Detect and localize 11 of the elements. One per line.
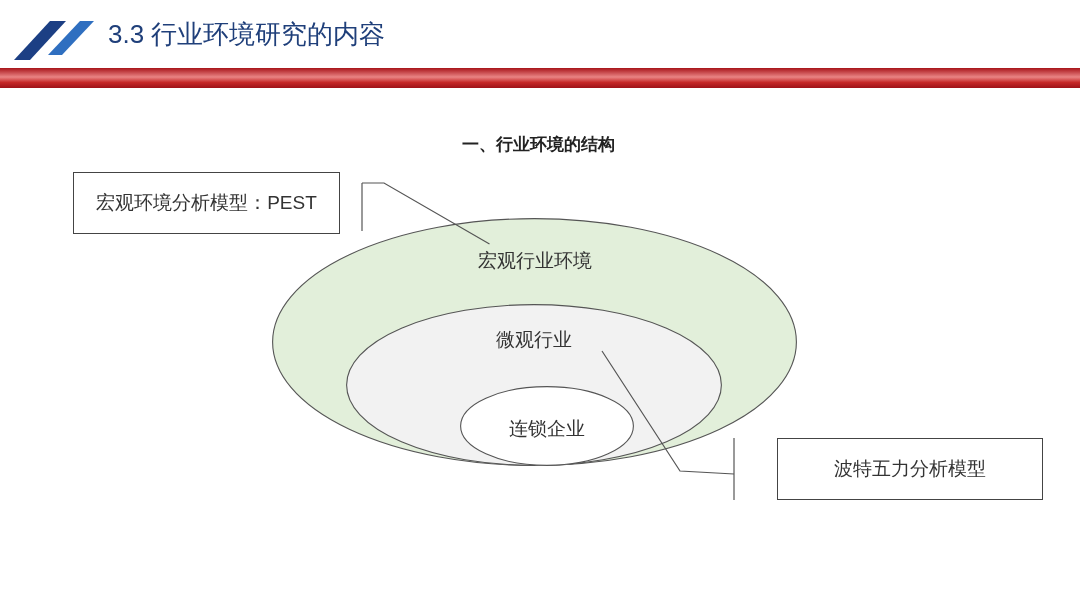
region-label: 微观行业 [496,328,572,352]
section-heading: 一、行业环境的结构 [461,134,615,156]
callout-text: 宏观环境分析模型：PEST [96,191,317,215]
callout-text: 波特五力分析模型 [834,457,986,481]
leader-line [361,182,491,245]
slide-title: 3.3 行业环境研究的内容 [108,18,386,50]
callout-box [73,172,340,234]
callout-box [777,438,1043,500]
leader-line [601,350,735,475]
region-label: 宏观行业环境 [477,249,592,273]
region-label: 连锁企业 [509,417,585,441]
